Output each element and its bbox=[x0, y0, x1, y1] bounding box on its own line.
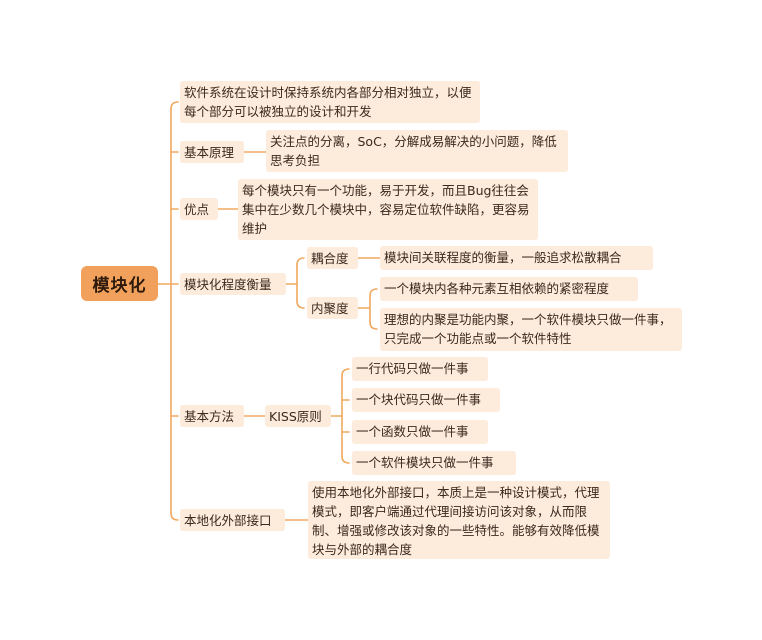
measure-branch-0 bbox=[296, 257, 305, 266]
root-node[interactable]: 模块化 bbox=[81, 266, 158, 301]
node-kiss-1[interactable]: 一行代码只做一件事 bbox=[352, 357, 488, 381]
root-branch-5 bbox=[170, 512, 179, 521]
node-cohesion[interactable]: 内聚度 bbox=[307, 297, 358, 319]
node-coupling[interactable]: 耦合度 bbox=[307, 247, 358, 269]
node-local[interactable]: 本地化外部接口 bbox=[180, 509, 285, 531]
node-advantage[interactable]: 优点 bbox=[180, 198, 218, 220]
cohesion-branch-0 bbox=[369, 288, 378, 297]
node-kiss[interactable]: KISS原则 bbox=[265, 405, 331, 427]
node-advantage-desc[interactable]: 每个模块只有一个功能，易于开发，而且Bug往往会集中在少数几个模块中，容易定位软… bbox=[238, 179, 538, 240]
node-principle[interactable]: 基本原理 bbox=[180, 141, 244, 163]
node-intro[interactable]: 软件系统在设计时保持系统内各部分相对独立，以便每个部分可以被独立的设计和开发 bbox=[180, 81, 480, 123]
node-cohesion-desc2[interactable]: 理想的内聚是功能内聚，一个软件模块只做一件事，只完成一个功能点或一个软件特性 bbox=[380, 308, 682, 351]
node-principle-desc[interactable]: 关注点的分离，SoC，分解成易解决的小问题，降低思考负担 bbox=[266, 130, 568, 172]
node-local-desc[interactable]: 使用本地化外部接口，本质上是一种设计模式，代理模式，即客户端通过代理间接访问该对… bbox=[308, 481, 610, 559]
kiss-branch-0 bbox=[341, 368, 350, 377]
node-method[interactable]: 基本方法 bbox=[180, 405, 244, 427]
node-measure[interactable]: 模块化程度衡量 bbox=[180, 273, 286, 295]
node-kiss-3[interactable]: 一个函数只做一件事 bbox=[352, 420, 488, 444]
node-kiss-2[interactable]: 一个块代码只做一件事 bbox=[352, 388, 500, 412]
cohesion-branch-1 bbox=[369, 321, 378, 330]
node-cohesion-desc1[interactable]: 一个模块内各种元素互相依赖的紧密程度 bbox=[380, 277, 638, 301]
measure-branch-1 bbox=[296, 300, 305, 309]
kiss-branch-3 bbox=[341, 455, 350, 464]
root-branch-0 bbox=[170, 101, 179, 110]
node-coupling-desc[interactable]: 模块间关联程度的衡量，一般追求松散耦合 bbox=[380, 246, 653, 270]
node-kiss-4[interactable]: 一个软件模块只做一件事 bbox=[352, 451, 516, 475]
